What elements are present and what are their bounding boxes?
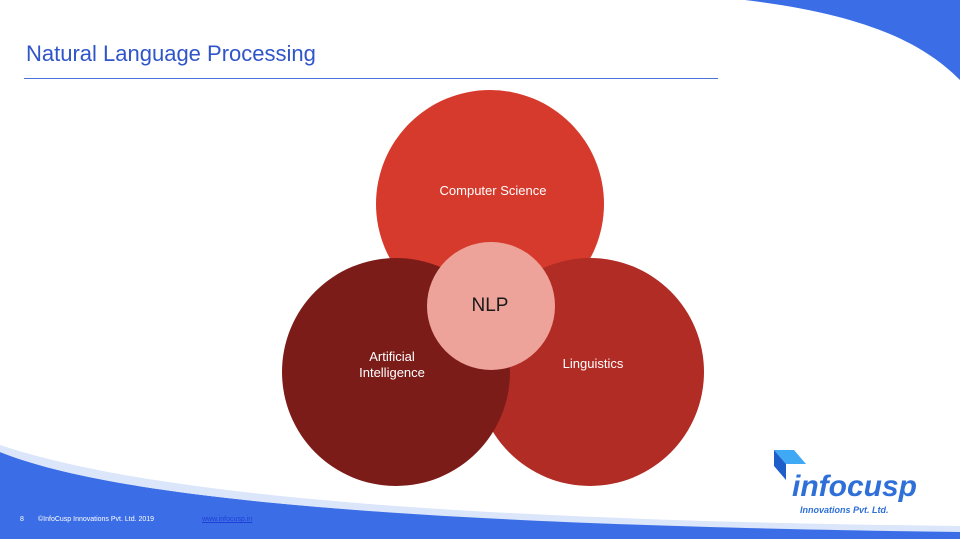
label-linguistics: Linguistics bbox=[562, 356, 624, 371]
logo-name: infocusp bbox=[792, 470, 917, 503]
page-number: 8 bbox=[20, 516, 24, 523]
copyright-text: ©InfoCusp Innovations Pvt. Ltd. 2019 bbox=[38, 516, 155, 523]
circle-computer-science bbox=[376, 90, 604, 318]
top-right-band bbox=[745, 0, 960, 80]
label-artificial-intelligence: Artificial Intelligence bbox=[332, 349, 452, 381]
circle-nlp bbox=[427, 242, 555, 370]
label-computer-science: Computer Science bbox=[439, 183, 547, 198]
bottom-band-light bbox=[0, 445, 960, 532]
slide-title: Natural Language Processing bbox=[26, 41, 316, 66]
bottom-band bbox=[0, 452, 960, 539]
label-ai-line-2: Intelligence bbox=[359, 365, 425, 380]
label-nlp: NLP bbox=[471, 295, 509, 316]
title-divider bbox=[24, 78, 718, 79]
infocusp-logo-mark bbox=[774, 450, 806, 480]
label-ai-line-1: Artificial bbox=[369, 349, 415, 364]
website-link[interactable]: www.infocusp.in bbox=[202, 516, 253, 523]
logo-subtitle: Innovations Pvt. Ltd. bbox=[800, 505, 889, 515]
